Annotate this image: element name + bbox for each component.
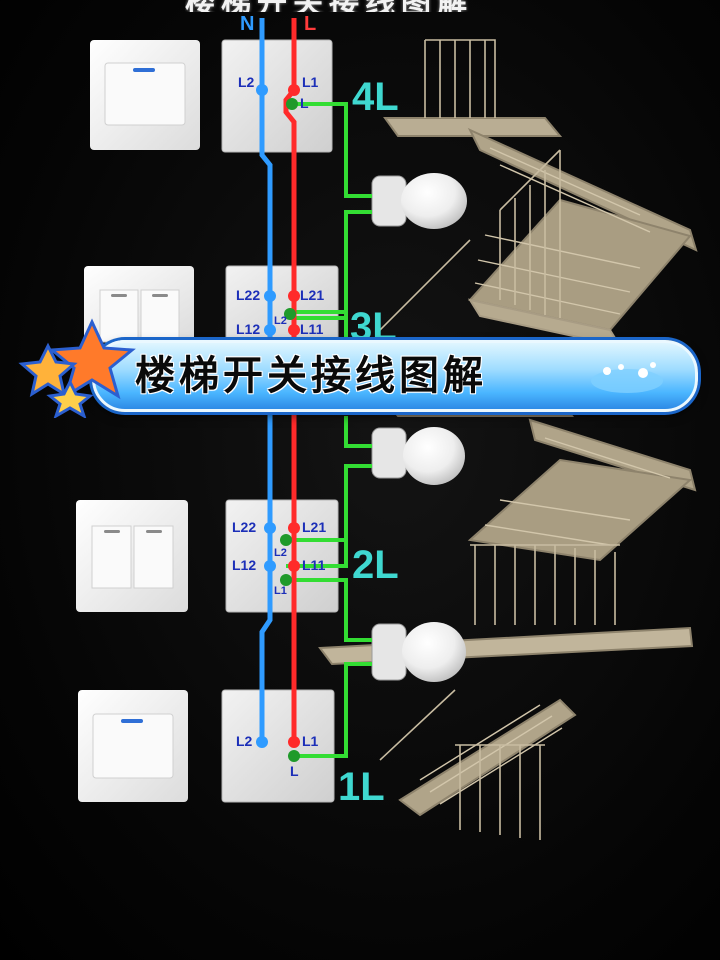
terminal-label: L2 (238, 74, 255, 90)
switch-back-floor-2 (225, 499, 339, 613)
neutral-label: N (240, 13, 254, 35)
terminal-label: L1 (302, 733, 319, 749)
water-splash-icon (591, 362, 663, 393)
switch-face-floor-1 (78, 690, 188, 802)
terminal-label: L21 (300, 287, 324, 303)
floor-label-4: 4L (352, 75, 399, 119)
banner-title: 楼梯开关接线图解 (135, 353, 487, 399)
switch-face-floor-4 (90, 40, 200, 150)
terminal-label: L1 (302, 74, 319, 90)
bulb-icon-3 (371, 622, 466, 682)
title-banner: 楼梯开关接线图解 (92, 340, 698, 412)
floor-label-1: 1L (338, 765, 385, 809)
bulb-icon-1 (371, 173, 467, 229)
terminal-label: L2 (274, 315, 287, 327)
terminal-label: L1 (274, 585, 287, 597)
switch-back-floor-4 (221, 39, 333, 153)
terminal-label: L11 (302, 557, 326, 573)
terminal-label: L12 (236, 321, 260, 337)
neutral-wire (259, 18, 273, 742)
terminal-label: L (300, 95, 309, 111)
terminal-label: L21 (302, 519, 326, 535)
terminal-dots (256, 84, 300, 762)
star-decoration-icon (18, 318, 136, 418)
terminal-label: L22 (236, 287, 260, 303)
floor-label-2: 2L (352, 543, 399, 587)
live-label: L (304, 13, 316, 35)
switch-back-floor-1 (221, 689, 335, 803)
switch-face-floor-2 (76, 500, 188, 612)
terminal-label: L11 (300, 321, 324, 337)
terminal-label: L2 (236, 733, 253, 749)
terminal-label: L22 (232, 519, 256, 535)
top-title: 楼梯开关接线图解 (185, 0, 565, 12)
bulb-icon-2 (371, 427, 465, 485)
terminal-label: L12 (232, 557, 256, 573)
switch-face-floor-3 (84, 266, 194, 343)
terminal-label: L2 (274, 547, 287, 559)
terminal-label: L (290, 763, 299, 779)
